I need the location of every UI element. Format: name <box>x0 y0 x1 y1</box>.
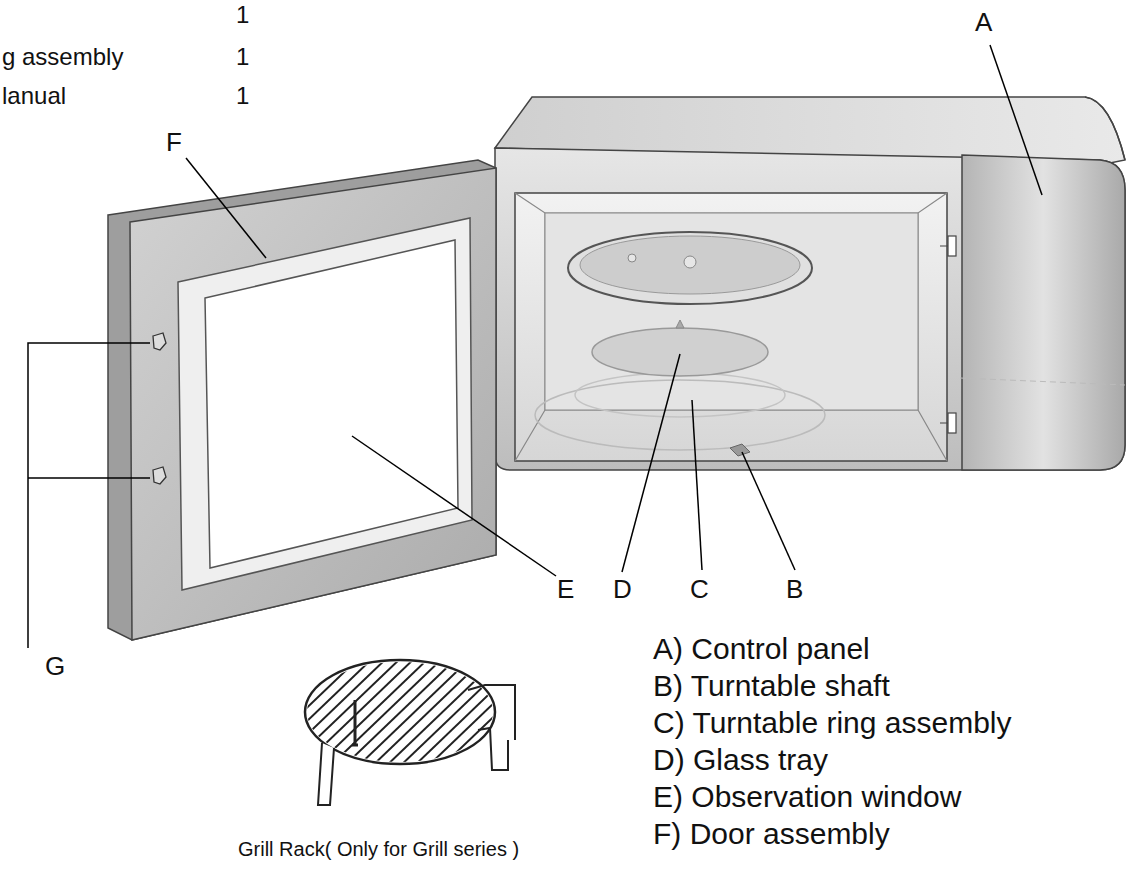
callout-letter: A <box>975 8 992 37</box>
callout-letter: D <box>613 575 632 604</box>
turntable-shaft <box>730 444 750 456</box>
callout-letter: E <box>557 575 574 604</box>
observation-window <box>205 240 458 568</box>
grill-rack <box>172 655 628 805</box>
oven-cavity <box>515 193 947 461</box>
glass-tray <box>568 232 812 304</box>
part-list-entry: E) Observation window <box>653 780 961 813</box>
door-edge <box>108 160 496 640</box>
parts-list-item: g assembly <box>2 44 123 70</box>
control-panel <box>962 155 1125 470</box>
parts-list-count: 1 <box>236 44 249 70</box>
part-list-entry: F) Door assembly <box>653 817 890 850</box>
door-assembly <box>130 168 496 640</box>
turntable-ring <box>592 328 768 376</box>
leader-lines <box>28 45 1042 648</box>
callout-letter: G <box>45 652 65 681</box>
callout-letter: C <box>690 575 709 604</box>
part-list-entry: D) Glass tray <box>653 743 828 776</box>
parts-list-count: 1 <box>236 83 249 109</box>
callout-letter: B <box>786 575 803 604</box>
door-hook <box>153 467 166 484</box>
part-list-entry: C) Turntable ring assembly <box>653 706 1011 739</box>
part-list-entry: A) Control panel <box>653 632 870 665</box>
door-hook <box>153 333 166 350</box>
figure-caption: Grill Rack( Only for Grill series ) <box>238 838 519 860</box>
parts-list-item: lanual <box>2 83 66 109</box>
callout-letter: F <box>166 128 182 157</box>
cabinet-front <box>495 148 1125 470</box>
parts-list-count: 1 <box>236 2 249 28</box>
part-list-entry: B) Turntable shaft <box>653 669 890 702</box>
